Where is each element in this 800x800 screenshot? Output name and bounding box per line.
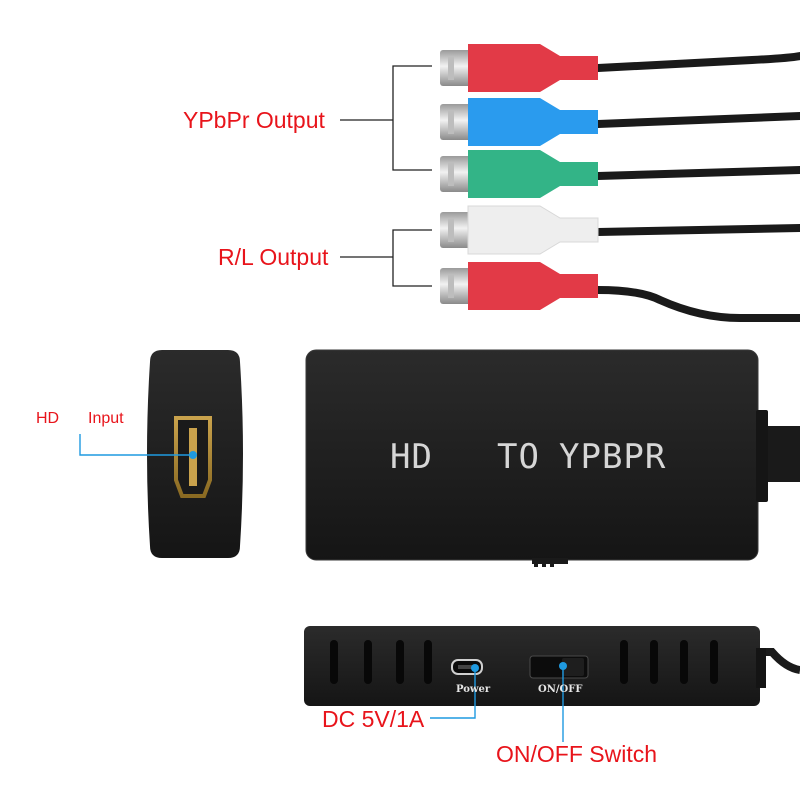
on-off-switch[interactable]	[529, 655, 589, 679]
power-port-label: Power	[456, 684, 491, 695]
device-title-ypbpr: YPBPR	[559, 437, 667, 477]
device-title-hd: HD	[390, 437, 433, 477]
on-off-switch-label: ON/OFF Switch	[496, 741, 658, 767]
dc-power-pointer	[430, 670, 476, 719]
rca-plug-icon	[440, 98, 598, 146]
callout-brackets	[340, 65, 432, 287]
cable-4	[594, 224, 800, 236]
cable-1	[594, 52, 800, 72]
rca-plug-icon	[440, 150, 598, 198]
converter-front-view	[305, 349, 800, 567]
rca-plug-icon	[440, 44, 598, 92]
cable-3	[594, 166, 800, 180]
hd-input-label-hd: HD	[36, 410, 60, 427]
switch-label: ON/OFF	[538, 684, 583, 695]
rca-cable-bundle	[440, 44, 800, 322]
rca-plug-icon	[440, 262, 598, 310]
vent-slots-left	[330, 640, 432, 684]
dc-power-label: DC 5V/1A	[322, 706, 425, 732]
hd-input-pointer	[79, 434, 193, 456]
device-title-to: TO	[497, 437, 540, 477]
ypbpr-bracket	[392, 65, 432, 171]
rl-bracket	[392, 229, 432, 287]
dc-power-pointer-dot	[471, 664, 479, 672]
ypbpr-output-label: YPbPr Output	[183, 107, 325, 133]
rca-plug-icon	[440, 205, 599, 255]
hd-input-pointer-dot	[189, 451, 197, 459]
hd-input-label-input: Input	[88, 410, 124, 427]
switch-pointer-dot	[559, 662, 567, 670]
rl-output-label: R/L Output	[218, 244, 329, 270]
converter-back-view	[304, 626, 800, 706]
cable-5	[594, 286, 800, 322]
cable-2	[594, 112, 800, 128]
vent-slots-right	[620, 640, 718, 684]
